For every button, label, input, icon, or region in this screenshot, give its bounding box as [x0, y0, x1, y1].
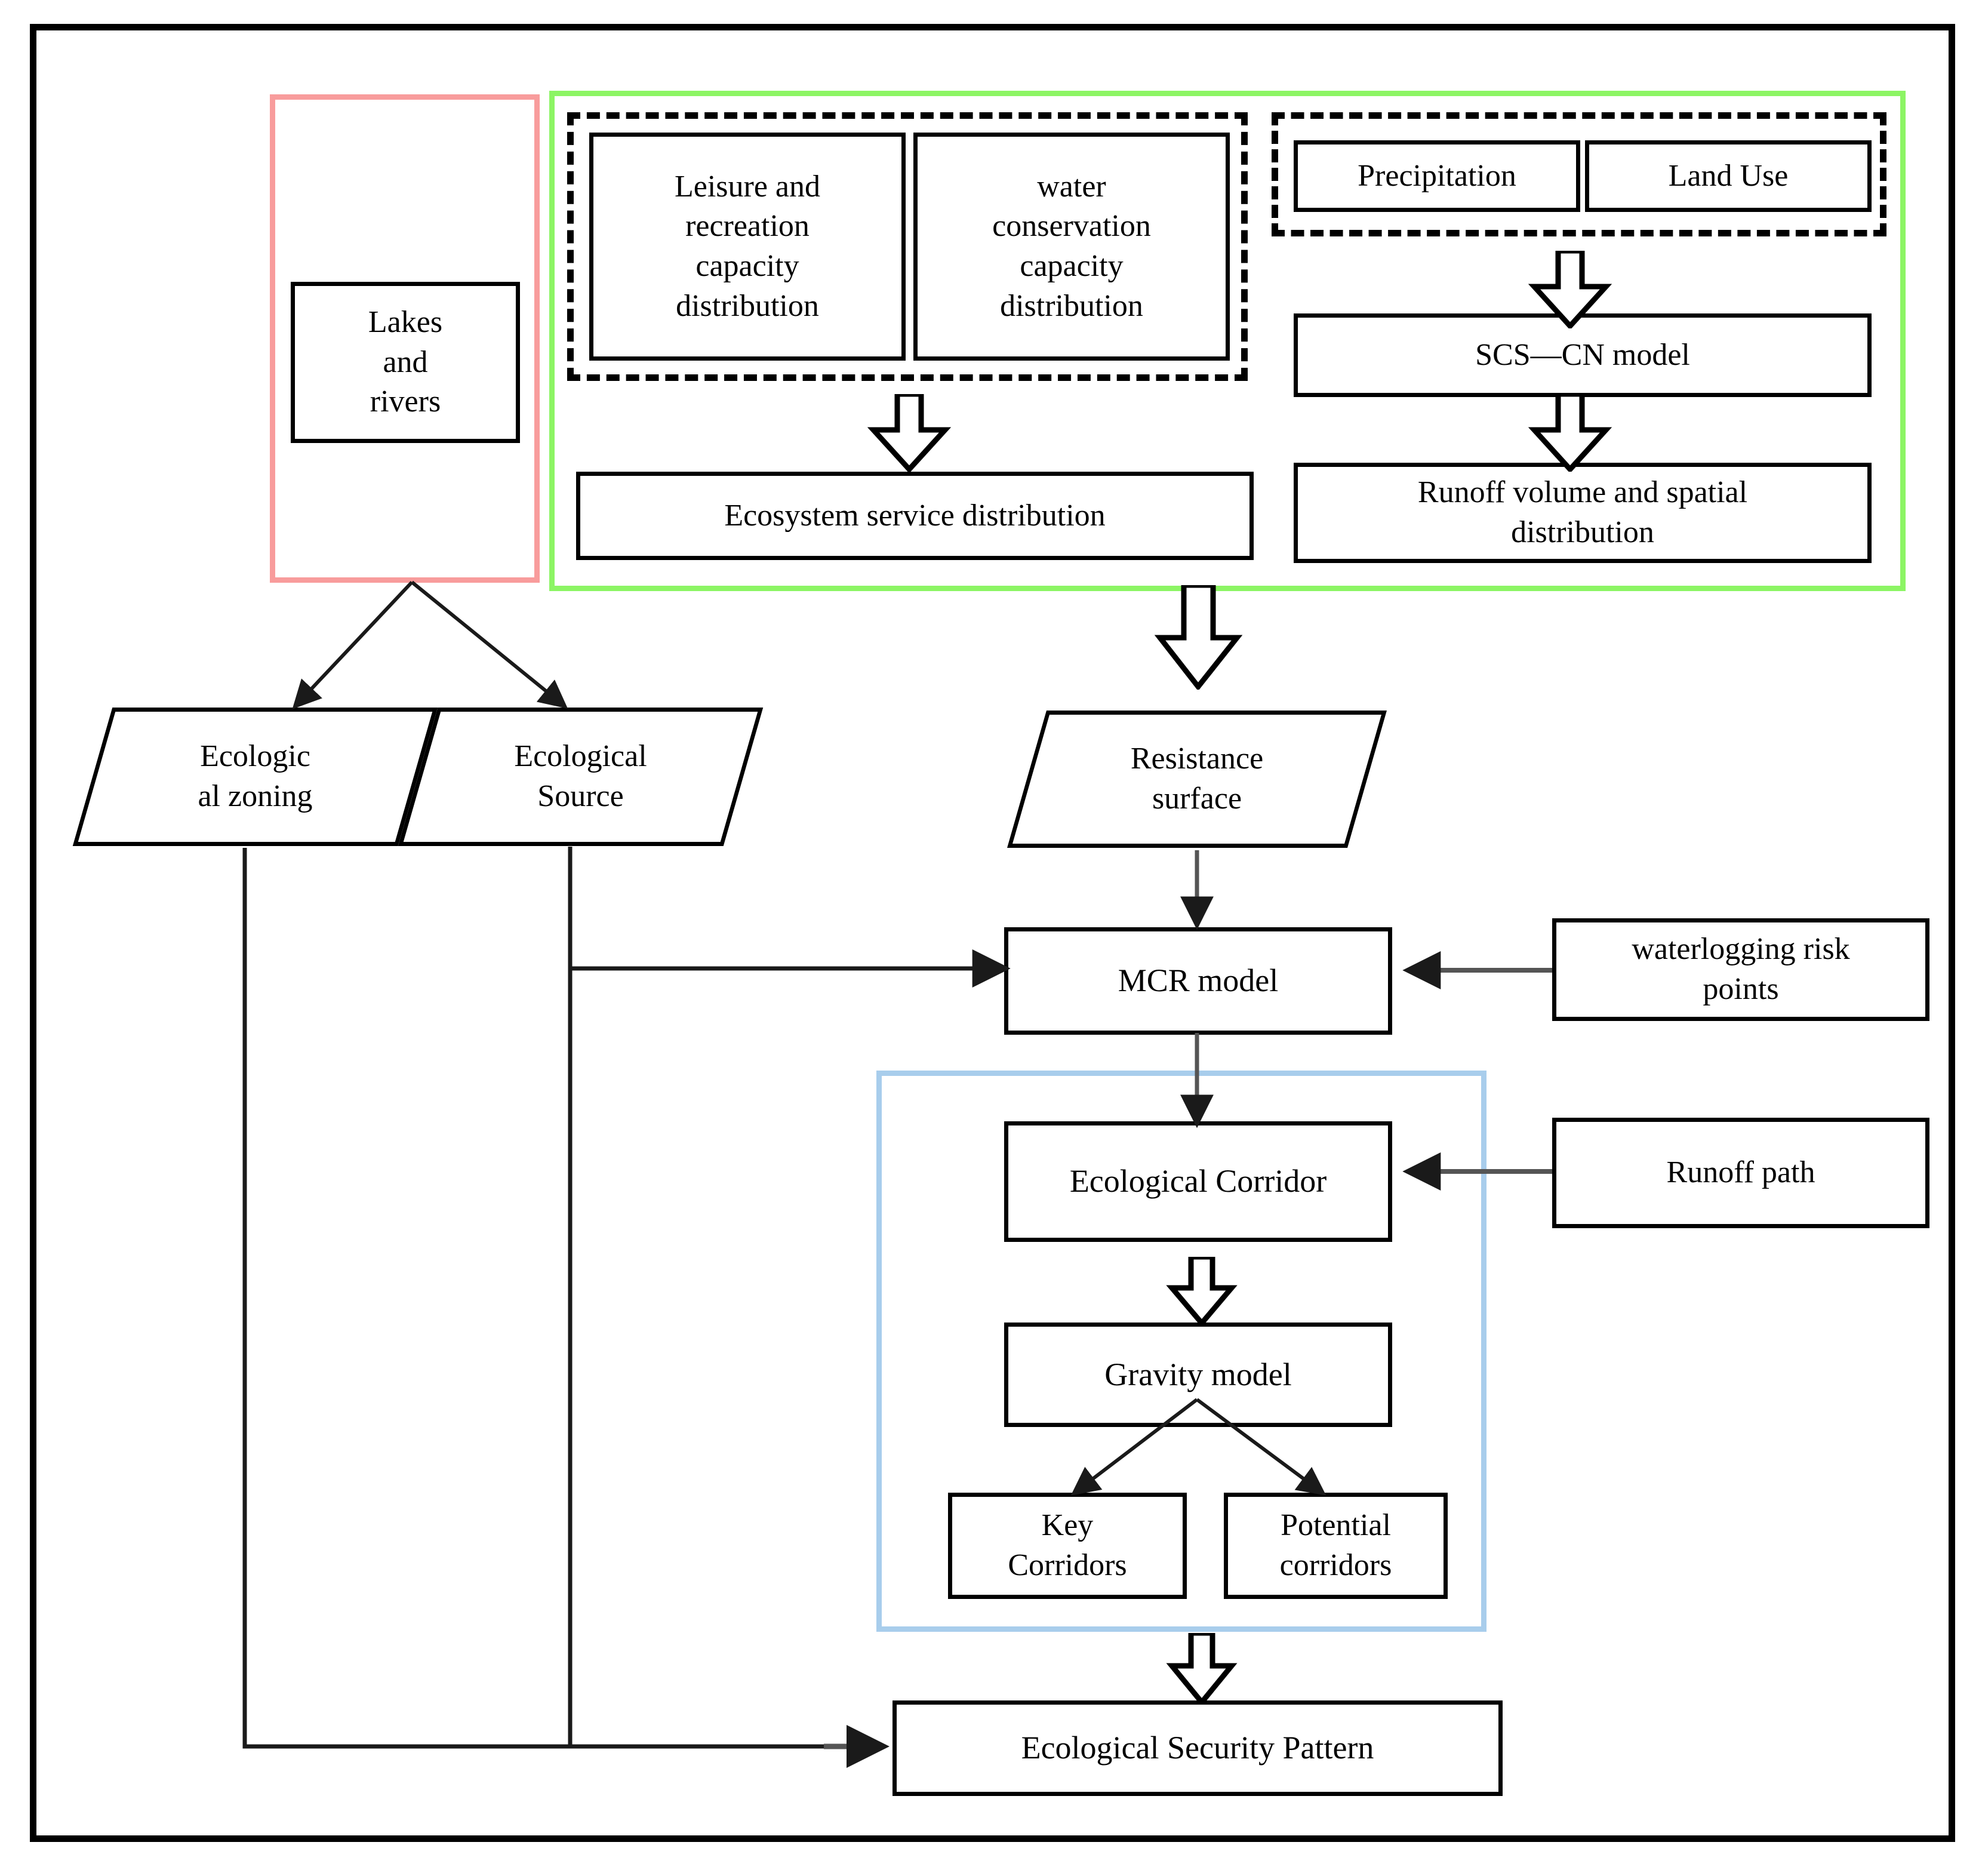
- block-arrow-to-gravity-model: [1166, 1257, 1238, 1325]
- node-mcr-model[interactable]: MCR model: [1004, 927, 1392, 1035]
- node-precipitation-label: Precipitation: [1358, 158, 1516, 193]
- runoff-model-inputs-frame: [1272, 112, 1886, 236]
- node-ecological-corridor-label: Ecological Corridor: [1069, 1163, 1327, 1200]
- node-ecological-security-pattern[interactable]: Ecological Security Pattern: [892, 1700, 1503, 1796]
- node-land-use-label: Land Use: [1668, 158, 1789, 193]
- node-scs-cn-model-label: SCS—CN model: [1475, 337, 1690, 372]
- block-arrow-to-security-pattern: [1166, 1633, 1238, 1705]
- block-arrow-to-scs-cn: [1528, 251, 1612, 328]
- node-gravity-model-label: Gravity model: [1104, 1356, 1292, 1392]
- node-gravity-model[interactable]: Gravity model: [1004, 1323, 1392, 1427]
- ecosystem-service-inputs-frame: [567, 112, 1248, 381]
- node-runoff-path-label: Runoff path: [1666, 1155, 1815, 1190]
- node-ecosystem-service-distribution[interactable]: Ecosystem service distribution: [576, 472, 1254, 560]
- node-ecological-security-pattern-label: Ecological Security Pattern: [1021, 1730, 1374, 1766]
- corridor-identification-group-frame: [876, 1071, 1487, 1632]
- block-arrow-to-ecosystem-service: [867, 394, 952, 472]
- block-arrow-to-resistance-surface: [1154, 585, 1243, 690]
- diagram-outer-border: [30, 24, 1955, 1842]
- node-runoff-path[interactable]: Runoff path: [1552, 1118, 1929, 1228]
- node-mcr-model-label: MCR model: [1118, 962, 1279, 999]
- hydrology-source-group-frame: [270, 94, 540, 583]
- node-ecological-corridor[interactable]: Ecological Corridor: [1004, 1121, 1392, 1242]
- node-land-use[interactable]: Land Use: [1585, 140, 1872, 212]
- ecosystem-service-group-frame: [549, 91, 1906, 591]
- block-arrow-to-runoff-volume: [1528, 394, 1612, 472]
- node-precipitation[interactable]: Precipitation: [1294, 140, 1580, 212]
- node-ecosystem-service-distribution-label: Ecosystem service distribution: [724, 498, 1106, 533]
